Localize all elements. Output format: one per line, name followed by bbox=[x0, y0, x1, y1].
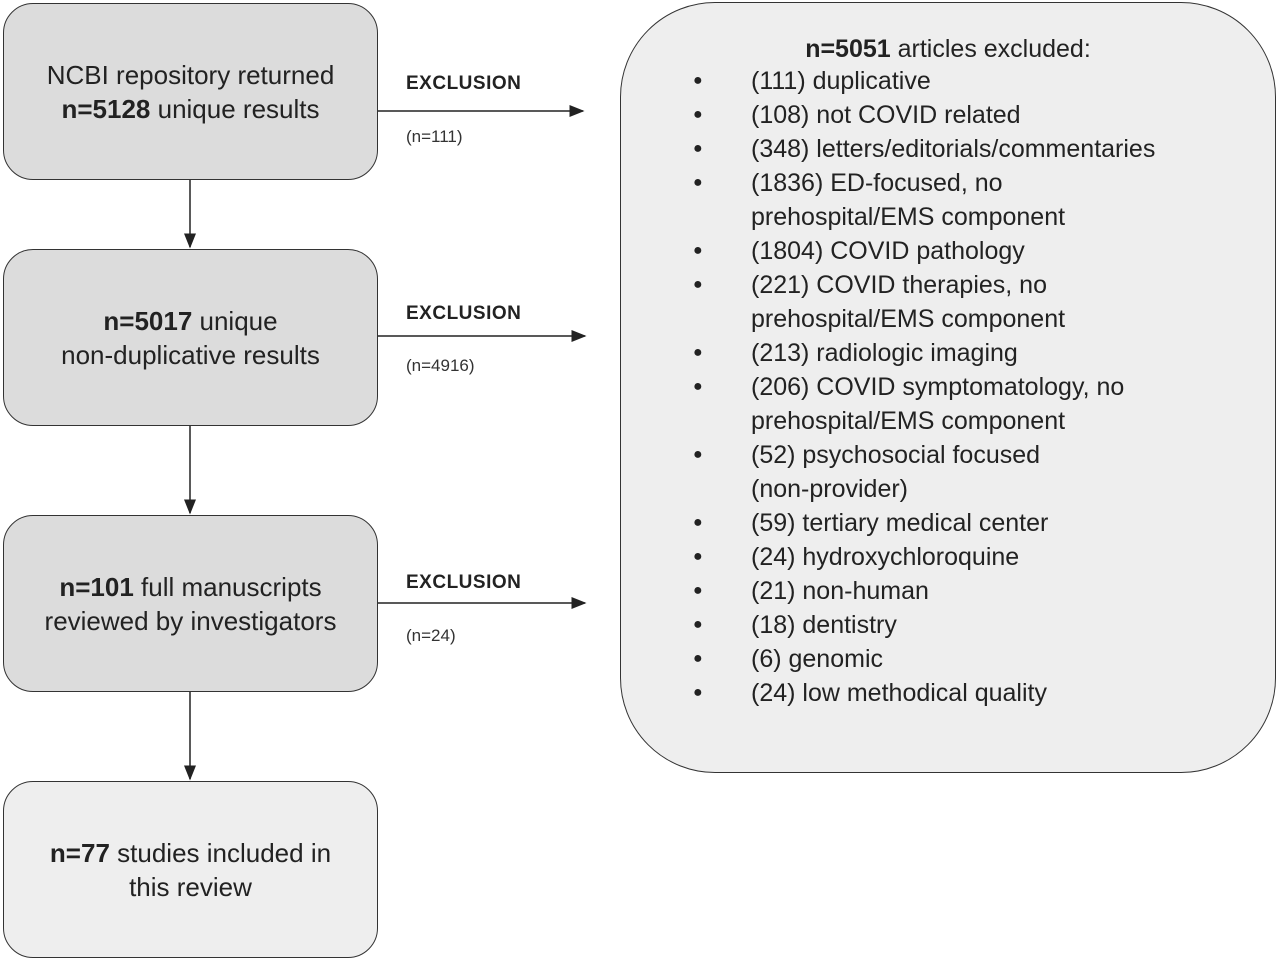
step-box-ncbi-results: NCBI repository returned n=5128 unique r… bbox=[3, 3, 378, 180]
excluded-total: n=5051 bbox=[805, 35, 891, 63]
exclusion-reason-item: (52) psychosocial focused (non-provider) bbox=[693, 438, 1101, 506]
step-box-text: studies included in bbox=[109, 837, 332, 868]
exclusion-reason-item: (213) radiologic imaging bbox=[693, 336, 1251, 370]
exclusion-reason-item: (24) hydroxychloroquine bbox=[693, 540, 1251, 574]
exclusion-label: EXCLUSION bbox=[406, 572, 522, 593]
excluded-panel-title: n=5051 articles excluded: bbox=[621, 33, 1275, 65]
step-box-text: unique bbox=[192, 305, 278, 336]
step-box-non-duplicative: n=5017 unique non-duplicative results bbox=[3, 249, 378, 426]
step-box-text: NCBI repository returned bbox=[46, 59, 335, 90]
exclusion-reason-item: (206) COVID symptomatology, no prehospit… bbox=[693, 370, 1201, 438]
exclusion-reasons-list: (111) duplicative (108) not COVID relate… bbox=[693, 64, 1251, 710]
exclusion-reason-item: (108) not COVID related bbox=[693, 98, 1251, 132]
step-box-count: n=101 bbox=[59, 571, 134, 602]
exclusion-reason-item: (6) genomic bbox=[693, 642, 1251, 676]
exclusion-reason-item: (59) tertiary medical center bbox=[693, 506, 1251, 540]
excluded-title-text: articles excluded: bbox=[890, 35, 1091, 63]
step-box-text: unique results bbox=[150, 93, 320, 124]
step-box-text: reviewed by investigators bbox=[44, 605, 337, 636]
step-box-text: full manuscripts bbox=[133, 571, 322, 602]
exclusion-count: (n=4916) bbox=[406, 356, 475, 375]
exclusion-reason-item: (1836) ED-focused, no prehospital/EMS co… bbox=[693, 166, 1131, 234]
step-box-count: n=77 bbox=[49, 837, 110, 868]
exclusion-reason-item: (111) duplicative bbox=[693, 64, 1251, 98]
exclusion-count: (n=24) bbox=[406, 626, 456, 645]
step-box-text: this review bbox=[129, 871, 252, 902]
exclusion-reason-item: (21) non-human bbox=[693, 574, 1251, 608]
exclusion-label: EXCLUSION bbox=[406, 303, 522, 324]
exclusion-reason-item: (24) low methodical quality bbox=[693, 676, 1251, 710]
exclusion-count: (n=111) bbox=[406, 127, 463, 146]
step-box-count: n=5017 bbox=[103, 305, 193, 336]
exclusion-reason-item: (348) letters/editorials/commentaries bbox=[693, 132, 1251, 166]
step-box-text: non-duplicative results bbox=[61, 339, 320, 370]
step-box-count: n=5128 bbox=[61, 93, 151, 124]
exclusion-reason-item: (221) COVID therapies, no prehospital/EM… bbox=[693, 268, 1131, 336]
exclusion-label: EXCLUSION bbox=[406, 73, 522, 94]
step-box-included-studies: n=77 studies included in this review bbox=[3, 781, 378, 958]
excluded-articles-panel: n=5051 articles excluded: (111) duplicat… bbox=[620, 2, 1276, 773]
exclusion-reason-item: (18) dentistry bbox=[693, 608, 1251, 642]
exclusion-reason-item: (1804) COVID pathology bbox=[693, 234, 1251, 268]
step-box-full-manuscripts: n=101 full manuscripts reviewed by inves… bbox=[3, 515, 378, 692]
